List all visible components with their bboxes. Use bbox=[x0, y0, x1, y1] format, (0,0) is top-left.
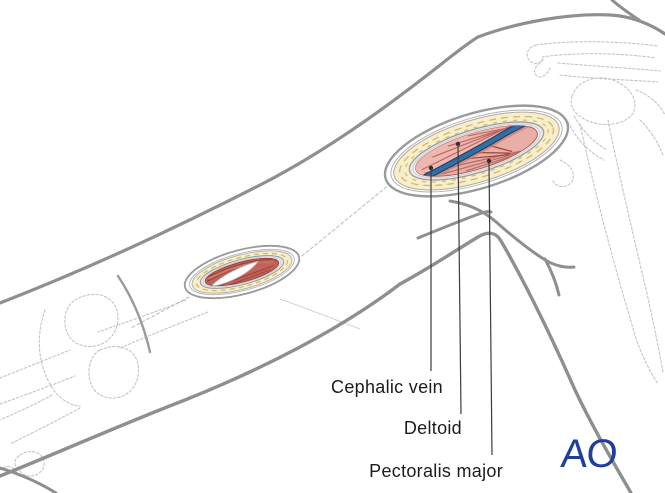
tendon-arc-outline bbox=[567, 121, 605, 161]
muscle-highlight bbox=[208, 260, 275, 280]
ghost-skeleton-shoulder bbox=[526, 41, 665, 385]
humerus-shaft-outline bbox=[607, 119, 664, 373]
forearm-bone-outline bbox=[0, 375, 76, 405]
radius-shaft-outline bbox=[0, 394, 53, 421]
coracoid-outline bbox=[534, 59, 551, 78]
ac-joint-outline bbox=[526, 44, 544, 64]
wrist-fold-outline bbox=[0, 466, 58, 493]
muscle-fiber-line bbox=[465, 151, 524, 172]
forearm-bone-outline bbox=[0, 349, 71, 379]
label-pectoralis-major: Pectoralis major bbox=[369, 461, 503, 481]
vein-branch-curve bbox=[543, 257, 561, 297]
label-deltoid: Deltoid bbox=[404, 418, 462, 438]
arm-top-outline bbox=[0, 13, 665, 305]
scapula-outline bbox=[635, 89, 665, 116]
acromion-outline bbox=[559, 74, 659, 83]
muscle-fiber-line bbox=[432, 119, 527, 158]
cephalic-vein-gray-curve bbox=[448, 199, 576, 269]
muscle-fiber-line bbox=[214, 265, 274, 288]
fat-lobules bbox=[195, 252, 289, 292]
clavicle-outline bbox=[541, 53, 657, 59]
label-cephalic-vein: Cephalic vein bbox=[331, 377, 443, 397]
tendon-arc-outline bbox=[573, 115, 608, 151]
condyle-outline bbox=[64, 293, 119, 348]
ao-logo: AO bbox=[559, 432, 618, 476]
leader-line-pectoralis bbox=[488, 160, 493, 456]
capitellum-outline bbox=[88, 345, 140, 399]
deltoid-muscle-region bbox=[410, 115, 534, 182]
humeral-head-outline bbox=[570, 77, 636, 126]
tendon-curl-outline bbox=[552, 159, 574, 188]
elbow-vein-curve bbox=[116, 274, 152, 354]
axilla-torso-outline bbox=[398, 231, 633, 493]
humerus-shaft-outline bbox=[119, 311, 209, 349]
skin-inner-edge bbox=[189, 248, 295, 296]
incision-guide-lines bbox=[130, 183, 391, 329]
ao-logo-text: AO bbox=[559, 432, 618, 476]
ulna-shaft-outline bbox=[9, 407, 81, 445]
clavicle-outline bbox=[535, 41, 659, 47]
leader-lines bbox=[428, 141, 493, 456]
vein-branch-curve bbox=[416, 210, 493, 240]
arm-bottom-outline bbox=[0, 282, 402, 478]
proximal-incision bbox=[383, 104, 570, 198]
fat-lobules bbox=[398, 115, 555, 187]
neck-outline bbox=[610, 0, 641, 22]
exposed-bone bbox=[209, 260, 259, 288]
olecranon-outline bbox=[38, 309, 81, 407]
forearm-contour-line bbox=[279, 298, 361, 330]
acromion-outline bbox=[557, 62, 661, 72]
leader-line-deltoid bbox=[457, 143, 462, 415]
muscle-fiber-line bbox=[207, 258, 274, 278]
skin-inner-edge bbox=[390, 109, 563, 193]
muscle-fiber-line bbox=[441, 151, 522, 175]
ghost-skeleton-elbow bbox=[0, 293, 209, 477]
carpal-outline bbox=[14, 451, 45, 477]
distal-incision bbox=[183, 244, 301, 300]
incision-line-segment bbox=[130, 296, 190, 329]
scapula-outline bbox=[639, 119, 664, 156]
humerus-shaft-outline bbox=[579, 123, 659, 385]
distal-muscle-detail bbox=[206, 256, 277, 289]
incision-line-segment bbox=[301, 183, 391, 257]
